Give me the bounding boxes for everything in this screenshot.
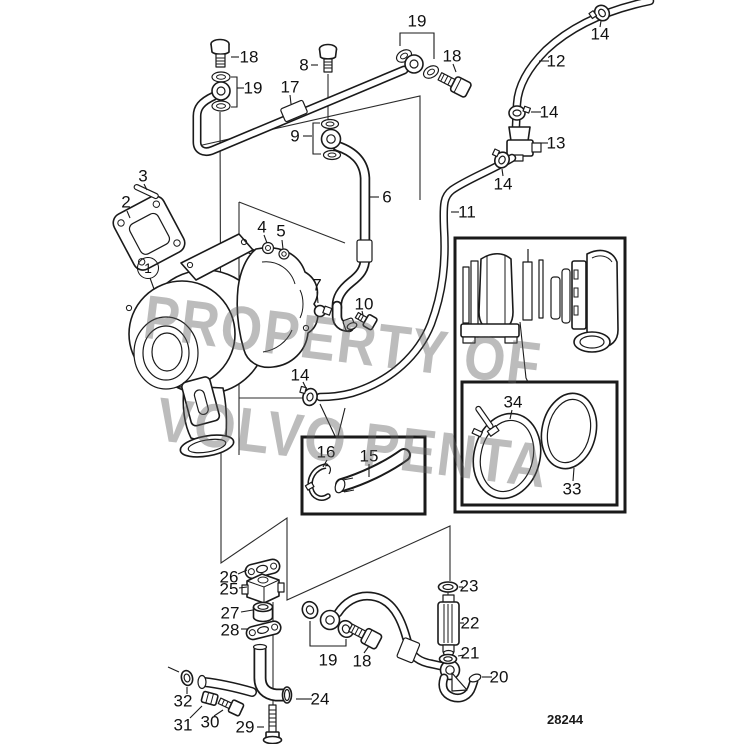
washer-23: [437, 581, 459, 593]
oil-return-pipe-24: [197, 643, 293, 704]
stud-nuts-4-5: [261, 241, 290, 260]
callout-hose-12: 12: [546, 51, 566, 71]
banjo-bolt-18-bottom: [348, 623, 383, 650]
callout-pipe-24: 24: [310, 689, 330, 709]
seal-ring-33: [540, 392, 598, 470]
callout-bushing-27: 27: [220, 603, 240, 623]
callout-pipe-17: 17: [280, 77, 300, 97]
callout-clamp-14-b: 14: [539, 102, 559, 122]
flange-25: [241, 573, 285, 604]
callout-washers-bottom: 19: [318, 650, 338, 670]
callout-washer-23: 23: [459, 576, 479, 596]
callout-bolt-10: 10: [354, 294, 374, 314]
callout-gasket-2: 2: [121, 192, 131, 212]
callout-fitting-31: 31: [173, 715, 193, 735]
mounting-bracket: [181, 376, 221, 427]
turbine-inlet-flange: [180, 233, 254, 281]
bolt-10: [354, 311, 378, 331]
exploded-compressor-side: [550, 249, 619, 353]
callout-banjo-fitting-9: 9: [290, 126, 300, 146]
clip-16: [304, 463, 331, 501]
bolt-29: [262, 704, 283, 744]
callout-banjo-bolt-bottom: 18: [352, 651, 372, 671]
callout-seal-ring-33: 33: [562, 479, 582, 499]
callout-banjo-bolt-top-left: 18: [239, 47, 259, 67]
valve-13: [506, 126, 542, 162]
turbocharger: [125, 233, 319, 458]
callout-washer-21: 21: [460, 643, 480, 663]
callout-stud-3: 3: [138, 166, 148, 186]
callout-filter-22: 22: [460, 613, 480, 633]
callout-v-clamp-34: 34: [503, 392, 523, 412]
callout-pipe-6: 6: [382, 187, 392, 207]
callout-clip-16: 16: [316, 442, 336, 462]
plug-7: [313, 304, 333, 318]
hose-clamps-14: [299, 4, 611, 407]
callout-pipe-20: 20: [489, 667, 509, 687]
callout-flange-25: 25: [219, 579, 239, 599]
air-hose-12: [511, 0, 655, 131]
callout-nut-5: 5: [276, 221, 286, 241]
callout-clamp-14-a: 14: [590, 24, 610, 44]
inset-box-turbo: [453, 236, 627, 514]
callout-gasket-26: 26: [219, 567, 239, 587]
callout-gasket-28: 28: [220, 620, 240, 640]
oil-supply-pipe-20: [319, 591, 482, 703]
callout-seal-32: 32: [173, 691, 193, 711]
callout-clamp-14-c: 14: [493, 174, 513, 194]
inner-box-clamp: [460, 380, 619, 507]
oil-pipe-17: [192, 65, 409, 157]
callout-hose-15: 15: [359, 446, 379, 466]
inset-box-hose: [300, 403, 427, 516]
callout-bolt-8: 8: [299, 55, 309, 75]
washer-21: [438, 653, 458, 665]
air-hose-11: [315, 153, 517, 402]
bushing-27: [252, 601, 274, 623]
fitting-31: [200, 690, 219, 706]
bolt-8: [318, 43, 338, 73]
callout-turbo-1: 1: [137, 257, 159, 279]
banjo-bolt-18-top-left: [210, 38, 230, 68]
callout-bolt-30: 30: [200, 712, 220, 732]
elbow-fitting: [331, 300, 358, 333]
callout-clamp-14-d: 14: [290, 365, 310, 385]
washers-19-top-left: [211, 71, 231, 112]
turbine-housing: [236, 247, 319, 369]
compressor-housing: [125, 280, 310, 390]
banjo-fitting-9: [320, 118, 342, 161]
callout-banjo-bolt-top-right: 18: [442, 46, 462, 66]
callout-nut-4: 4: [257, 217, 267, 237]
hose-15: [334, 448, 411, 494]
v-clamp-34: [471, 405, 542, 500]
oil-pipe-6: [331, 140, 373, 314]
gasket-2: [112, 195, 186, 271]
callout-valve-13: 13: [546, 133, 566, 153]
stud-3: [133, 184, 159, 200]
gasket-28: [245, 620, 282, 641]
part-number: 28244: [547, 712, 584, 727]
exploded-shaft-plates: [522, 249, 544, 321]
callout-washers-top-right: 19: [407, 11, 427, 31]
exploded-turbine-side: [460, 252, 520, 344]
bolt-30: [217, 697, 245, 717]
seal-32: [180, 669, 194, 687]
banjo-bolt-18-top-right: [437, 72, 472, 98]
filter-22: [437, 594, 460, 657]
washers-19-bottom: [301, 600, 355, 639]
callout-plug-7: 7: [312, 275, 322, 295]
callout-leaders: [126, 20, 602, 728]
banjo-washers-19-top-right: [395, 49, 440, 79]
callout-hose-11: 11: [458, 202, 476, 222]
callout-washers-top-left: 19: [243, 78, 263, 98]
callout-bolt-29: 29: [235, 717, 255, 737]
